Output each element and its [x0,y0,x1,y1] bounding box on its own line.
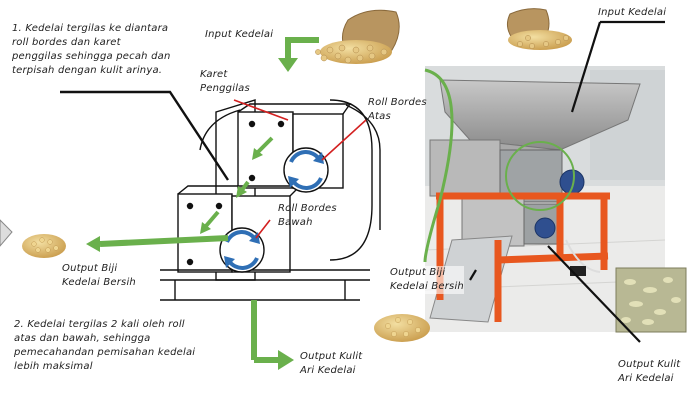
label-output-biji-left-line-1: Output Biji [62,263,118,274]
label-roll-bordes-atas: Roll Bordes Atas [368,96,427,124]
note-1-line-1: 1. Kedelai tergilas ke diantara [12,23,169,34]
note-1-line-2: roll bordes dan karet [12,37,121,48]
label-karet-line-1: Karet [200,69,228,80]
note-2-line-4: lebih maksimal [14,361,93,372]
label-output-kulit-right-line-1: Output Kulit [618,359,681,370]
note-1-line-4: terpisah dengan kulit arinya. [12,65,163,76]
label-karet-line-2: Penggilas [200,83,250,94]
label-roll-atas-line-1: Roll Bordes [368,97,427,108]
soybean-pile-left [22,234,66,258]
soybean-pile-right [374,314,430,342]
note-2-line-1: 2. Kedelai tergilas 2 kali oleh roll [14,319,185,330]
label-output-kulit-right: Output Kulit Ari Kedelai [618,358,680,386]
note-2: 2. Kedelai tergilas 2 kali oleh roll ata… [14,318,234,374]
label-output-biji-right-line-1: Output Biji [390,267,446,278]
flow-arrows-main [86,37,319,370]
machine-drawing [160,99,381,301]
note-1: 1. Kedelai tergilas ke diantara roll bor… [12,22,192,78]
soybean-sack-right [506,8,572,50]
label-roll-bawah-line-1: Roll Bordes [278,203,337,214]
label-output-biji-left: Output Biji Kedelai Bersih [62,262,136,290]
label-output-biji-right-line-2: Kedelai Bersih [390,281,464,292]
note-2-line-2: atas dan bawah, sehingga [14,333,151,344]
soybean-sack-left [315,9,400,64]
husk-inset [615,267,687,333]
photo-leaders [469,20,665,343]
note-2-line-3: pemecahandan pemisahan kedelai [14,347,196,358]
note-1-line-3: penggilas sehingga pecah dan [12,51,171,62]
label-input-kedelai-left: Input Kedelai [205,29,274,40]
label-karet-penggilas: Karet Penggilas [200,68,250,96]
label-output-biji-left-line-2: Kedelai Bersih [62,277,136,288]
flow-arrows-inner [200,136,274,234]
label-output-kulit-left: Output Kulit Ari Kedelai [300,350,362,378]
label-output-kulit-right-line-2: Ari Kedelai [618,373,674,384]
label-roll-bordes-bawah: Roll Bordes Bawah [278,202,337,230]
label-roll-bawah-line-2: Bawah [278,217,313,228]
bowl-fragment [0,219,13,247]
label-input-kedelai-right: Input Kedelai [598,7,667,18]
roll-atas [283,147,329,193]
label-output-kulit-left-line-2: Ari Kedelai [300,365,356,376]
label-output-kulit-left-line-1: Output Kulit [300,351,363,362]
label-pointers [233,99,367,239]
label-output-biji-right: Output Biji Kedelai Bersih [390,266,464,294]
machine-photo [423,66,666,332]
note1-leader [60,90,230,181]
roll-bawah [219,227,265,273]
label-roll-atas-line-2: Atas [368,111,391,122]
